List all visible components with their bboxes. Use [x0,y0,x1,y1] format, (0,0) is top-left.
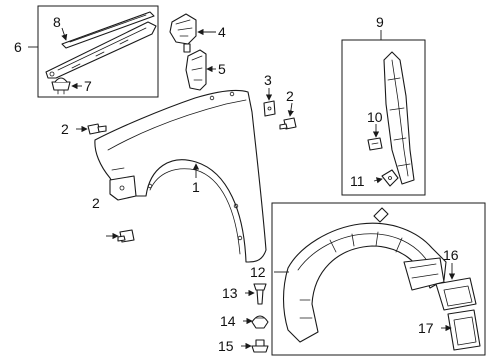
callout-16: 16 [443,247,459,263]
screw-13-part [253,283,267,305]
leader-8 [61,27,68,41]
rail-seal-part [383,51,415,185]
clip-14-part [251,315,269,329]
seal-pad-part [185,49,207,91]
group-box-seal [341,39,426,196]
callout-11: 11 [350,173,365,189]
bolt-part-a [87,123,107,135]
callout-1: 1 [192,179,200,195]
callout-5: 5 [218,61,226,77]
garnish-part [45,21,157,79]
fender-liner-part [282,207,447,343]
callout-6: 6 [14,39,22,55]
callout-8: 8 [53,14,61,30]
clip-part [51,77,71,95]
group-box-moulding [37,5,159,98]
leader-2b [287,102,294,117]
bolt-part-b [279,117,297,130]
bracket-upper-part [169,13,197,53]
callout-12: 12 [250,264,266,280]
callout-9: 9 [376,14,384,30]
callout-2c: 2 [92,195,100,211]
group-box-liner [271,202,486,356]
callout-2a: 2 [61,121,69,137]
moulding-strip-part [61,11,155,49]
seal-16-part [435,277,477,311]
callout-4: 4 [218,24,226,40]
front-fender-part [94,89,267,263]
callout-7: 7 [84,78,92,94]
callout-13: 13 [222,285,238,301]
callout-14: 14 [220,313,236,329]
callout-3: 3 [264,72,272,88]
callout-17: 17 [418,320,434,336]
retainer-part [381,169,399,187]
nut-plate-part [263,100,276,117]
bolt-part-c [117,229,135,243]
seal-17-part [447,309,481,351]
leader-11 [373,177,383,184]
callout-15: 15 [218,338,234,354]
nut-15-part [251,339,269,353]
callout-2b: 2 [286,88,294,104]
clip-small-part [367,137,383,151]
callout-10: 10 [367,109,383,125]
